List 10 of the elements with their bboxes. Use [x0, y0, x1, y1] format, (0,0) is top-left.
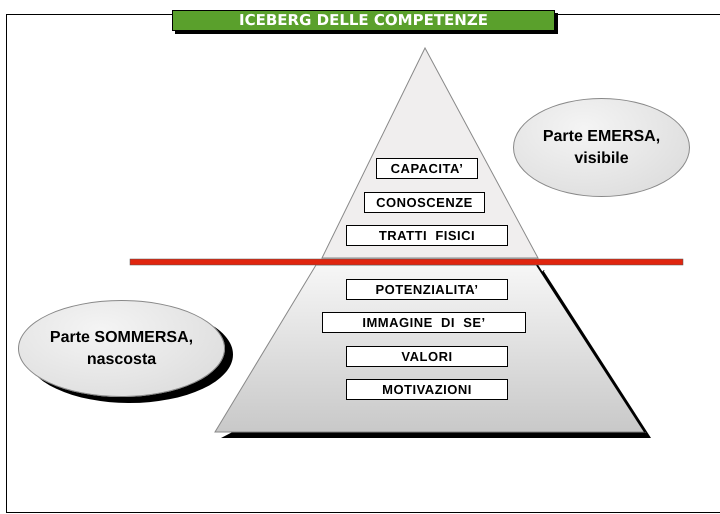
competence-box: VALORI: [346, 346, 508, 367]
competence-box: CAPACITA’: [376, 158, 478, 179]
competence-box: MOTIVAZIONI: [346, 379, 508, 400]
node-label: Parte SOMMERSA, nascosta: [48, 328, 194, 370]
node-label: Parte EMERSA, visibile: [542, 126, 662, 168]
competence-box: TRATTI FISICI: [346, 225, 508, 246]
title-banner: ICEBERG DELLE COMPETENZE: [172, 10, 555, 31]
competence-box: CONOSCENZE: [364, 192, 485, 213]
competence-box: IMMAGINE DI SE’: [322, 312, 526, 333]
competence-box: POTENZIALITA’: [346, 279, 508, 300]
